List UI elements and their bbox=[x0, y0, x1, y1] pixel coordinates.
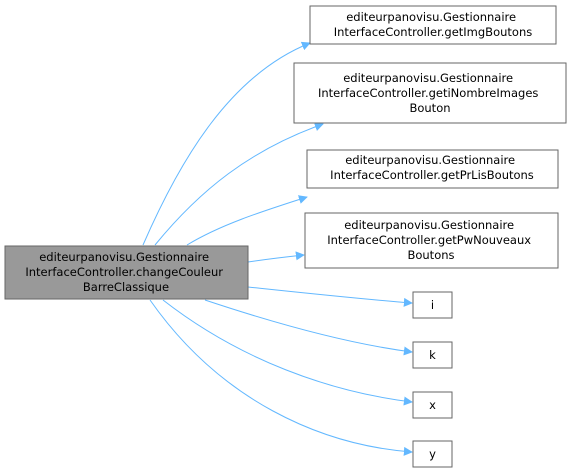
node-label-line: Bouton bbox=[409, 101, 450, 115]
edge-to-getImgBoutons bbox=[142, 41, 311, 246]
svg-text:editeurpanovisu.Gestionnaire: editeurpanovisu.Gestionnaire InterfaceCo… bbox=[318, 71, 542, 115]
node-label-line: y bbox=[429, 447, 436, 461]
svg-text:editeurpanovisu.Gestionnaire: editeurpanovisu.Gestionnaire InterfaceCo… bbox=[25, 250, 226, 294]
node-label-line: InterfaceController.getImgBoutons bbox=[334, 25, 532, 39]
target-node-getPwNouveauxBoutons[interactable]: editeurpanovisu.Gestionnaire InterfaceCo… bbox=[304, 212, 559, 269]
edge-to-getPrLisBoutons bbox=[186, 195, 308, 246]
node-label-line: InterfaceController.getiNombreImages bbox=[318, 86, 538, 100]
edge-to-getPwNouveauxBoutons bbox=[247, 251, 305, 263]
target-node-y[interactable]: y bbox=[412, 440, 453, 468]
svg-text:i: i bbox=[431, 298, 434, 312]
target-node-x[interactable]: x bbox=[412, 391, 453, 419]
edge-to-i bbox=[247, 286, 413, 307]
node-label-line: i bbox=[431, 298, 434, 312]
node-label-line: editeurpanovisu.Gestionnaire bbox=[39, 250, 209, 264]
node-label-line: BarreClassique bbox=[83, 280, 169, 294]
target-node-getPrLisBoutons[interactable]: editeurpanovisu.Gestionnaire InterfaceCo… bbox=[306, 149, 559, 189]
edge-to-x bbox=[162, 299, 413, 406]
node-label-line: editeurpanovisu.Gestionnaire bbox=[346, 10, 516, 24]
node-label-line: Boutons bbox=[407, 248, 454, 262]
source-node[interactable]: editeurpanovisu.Gestionnaire InterfaceCo… bbox=[4, 245, 249, 300]
svg-text:editeurpanovisu.Gestionnaire: editeurpanovisu.Gestionnaire InterfaceCo… bbox=[327, 218, 534, 262]
node-label-line: k bbox=[429, 348, 436, 362]
node-label-line: editeurpanovisu.Gestionnaire bbox=[344, 218, 514, 232]
svg-text:y: y bbox=[429, 447, 436, 461]
target-node-getImgBoutons[interactable]: editeurpanovisu.Gestionnaire InterfaceCo… bbox=[309, 5, 557, 45]
edge-to-y bbox=[149, 299, 413, 456]
target-node-getiNombreImagesBouton[interactable]: editeurpanovisu.Gestionnaire InterfaceCo… bbox=[293, 62, 567, 124]
node-label-line: InterfaceController.getPrLisBoutons bbox=[330, 168, 534, 182]
node-label-line: x bbox=[429, 398, 436, 412]
svg-text:k: k bbox=[429, 348, 436, 362]
target-node-k[interactable]: k bbox=[412, 341, 453, 369]
edge-to-k bbox=[204, 299, 413, 356]
svg-text:editeurpanovisu.Gestionnaire: editeurpanovisu.Gestionnaire InterfaceCo… bbox=[330, 153, 534, 182]
node-label-line: editeurpanovisu.Gestionnaire bbox=[345, 153, 515, 167]
node-label-line: editeurpanovisu.Gestionnaire bbox=[343, 71, 513, 85]
svg-text:editeurpanovisu.Gestionnaire: editeurpanovisu.Gestionnaire InterfaceCo… bbox=[334, 10, 532, 39]
node-label-line: InterfaceController.changeCouleur bbox=[25, 265, 223, 279]
svg-text:x: x bbox=[429, 398, 436, 412]
edge-to-getiNombreImagesBouton bbox=[154, 122, 324, 246]
target-node-i[interactable]: i bbox=[412, 291, 453, 319]
edges bbox=[142, 41, 413, 456]
node-label-line: InterfaceController.getPwNouveaux bbox=[327, 233, 531, 247]
